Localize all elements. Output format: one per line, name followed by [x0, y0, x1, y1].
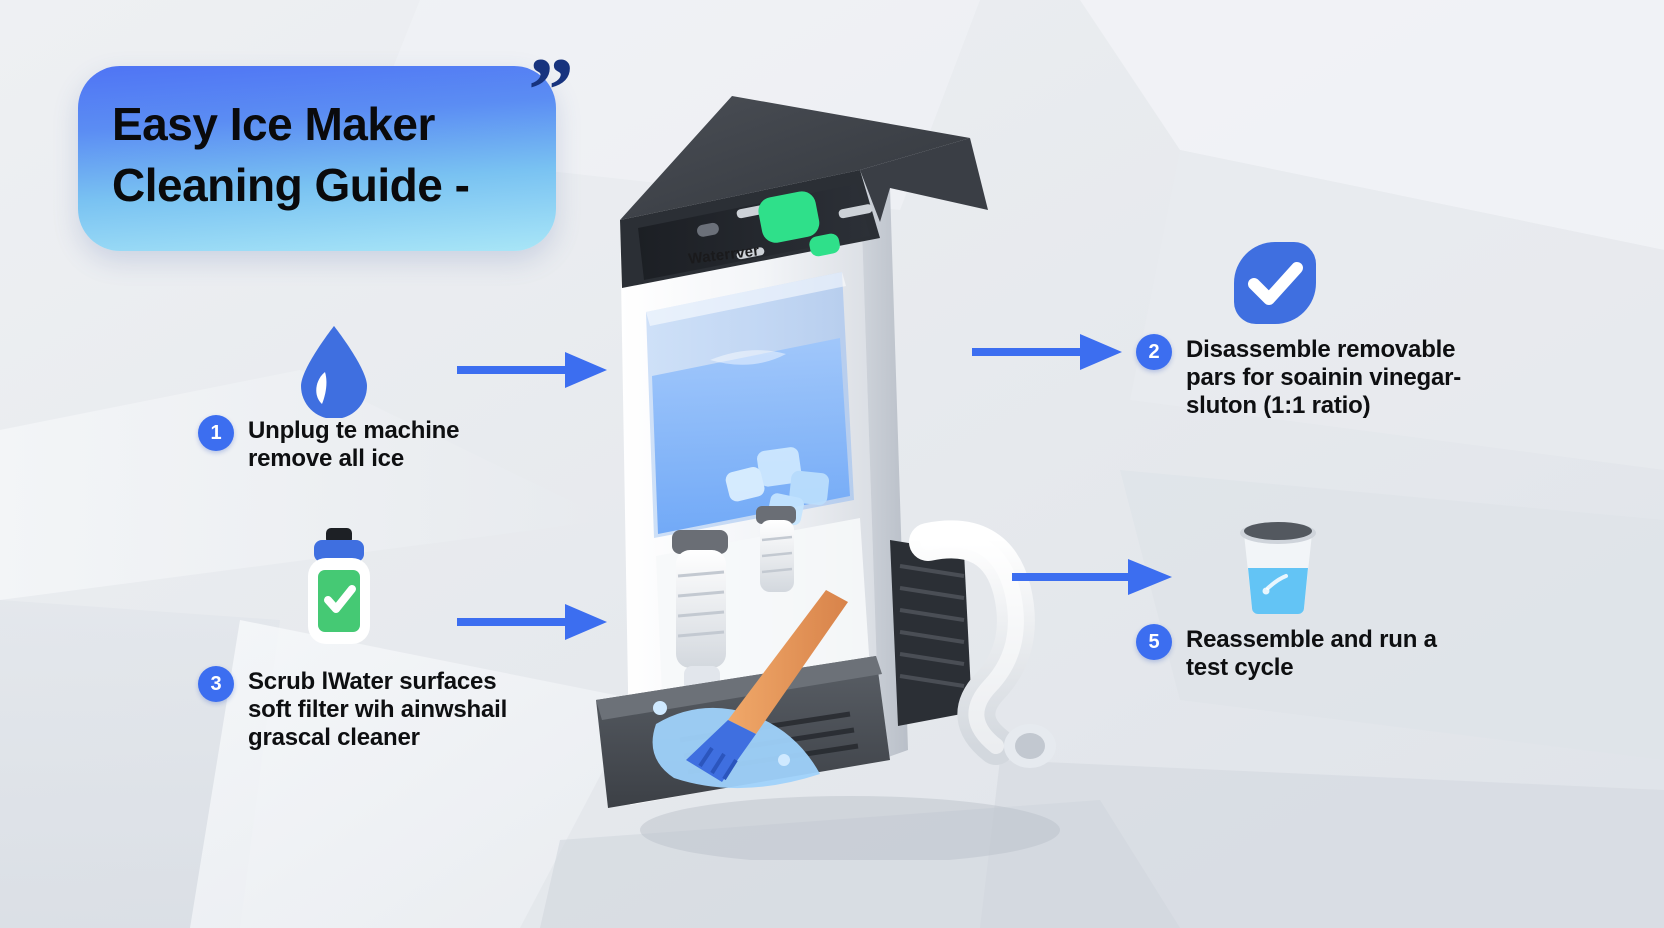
- arrow-device-to-step2: [970, 330, 1130, 379]
- measuring-cup-icon: [1232, 516, 1324, 623]
- step-3-text: Scrub lWater surfaces soft filter wih ai…: [248, 668, 508, 752]
- step-2-number: 2: [1136, 334, 1172, 370]
- step-1-text: Unplug te machine remove all ice: [248, 417, 460, 473]
- step-5: 5 Reassemble and run a test cycle: [1136, 624, 1516, 682]
- arrow-step3-to-device: [455, 600, 615, 649]
- step-3-number: 3: [198, 666, 234, 702]
- step-5-number: 5: [1136, 624, 1172, 660]
- step-3: 3 Scrub lWater surfaces soft filter wih …: [198, 666, 538, 752]
- step-2-text: Disassemble removable pars for soainin v…: [1186, 336, 1462, 420]
- step-1-number: 1: [198, 415, 234, 451]
- step-5-text: Reassemble and run a test cycle: [1186, 626, 1437, 682]
- quote-mark-icon: ”: [528, 39, 574, 141]
- step-1: 1 Unplug te machine remove all ice: [198, 415, 528, 473]
- arrow-step1-to-device: [455, 348, 615, 397]
- page-title: Easy Ice Maker Cleaning Guide -: [112, 94, 582, 215]
- title-line-2: Cleaning Guide -: [112, 158, 470, 211]
- title-badge: [78, 66, 556, 251]
- step-2: 2 Disassemble removable pars for soainin…: [1136, 334, 1556, 420]
- water-drop-icon: [295, 322, 373, 423]
- title-line-1: Easy Ice Maker: [112, 98, 435, 150]
- ice-maker-illustration: [560, 60, 1120, 864]
- spray-bottle-icon: [296, 528, 382, 651]
- arrow-device-to-step5: [1010, 555, 1180, 604]
- check-square-icon: [1232, 240, 1318, 331]
